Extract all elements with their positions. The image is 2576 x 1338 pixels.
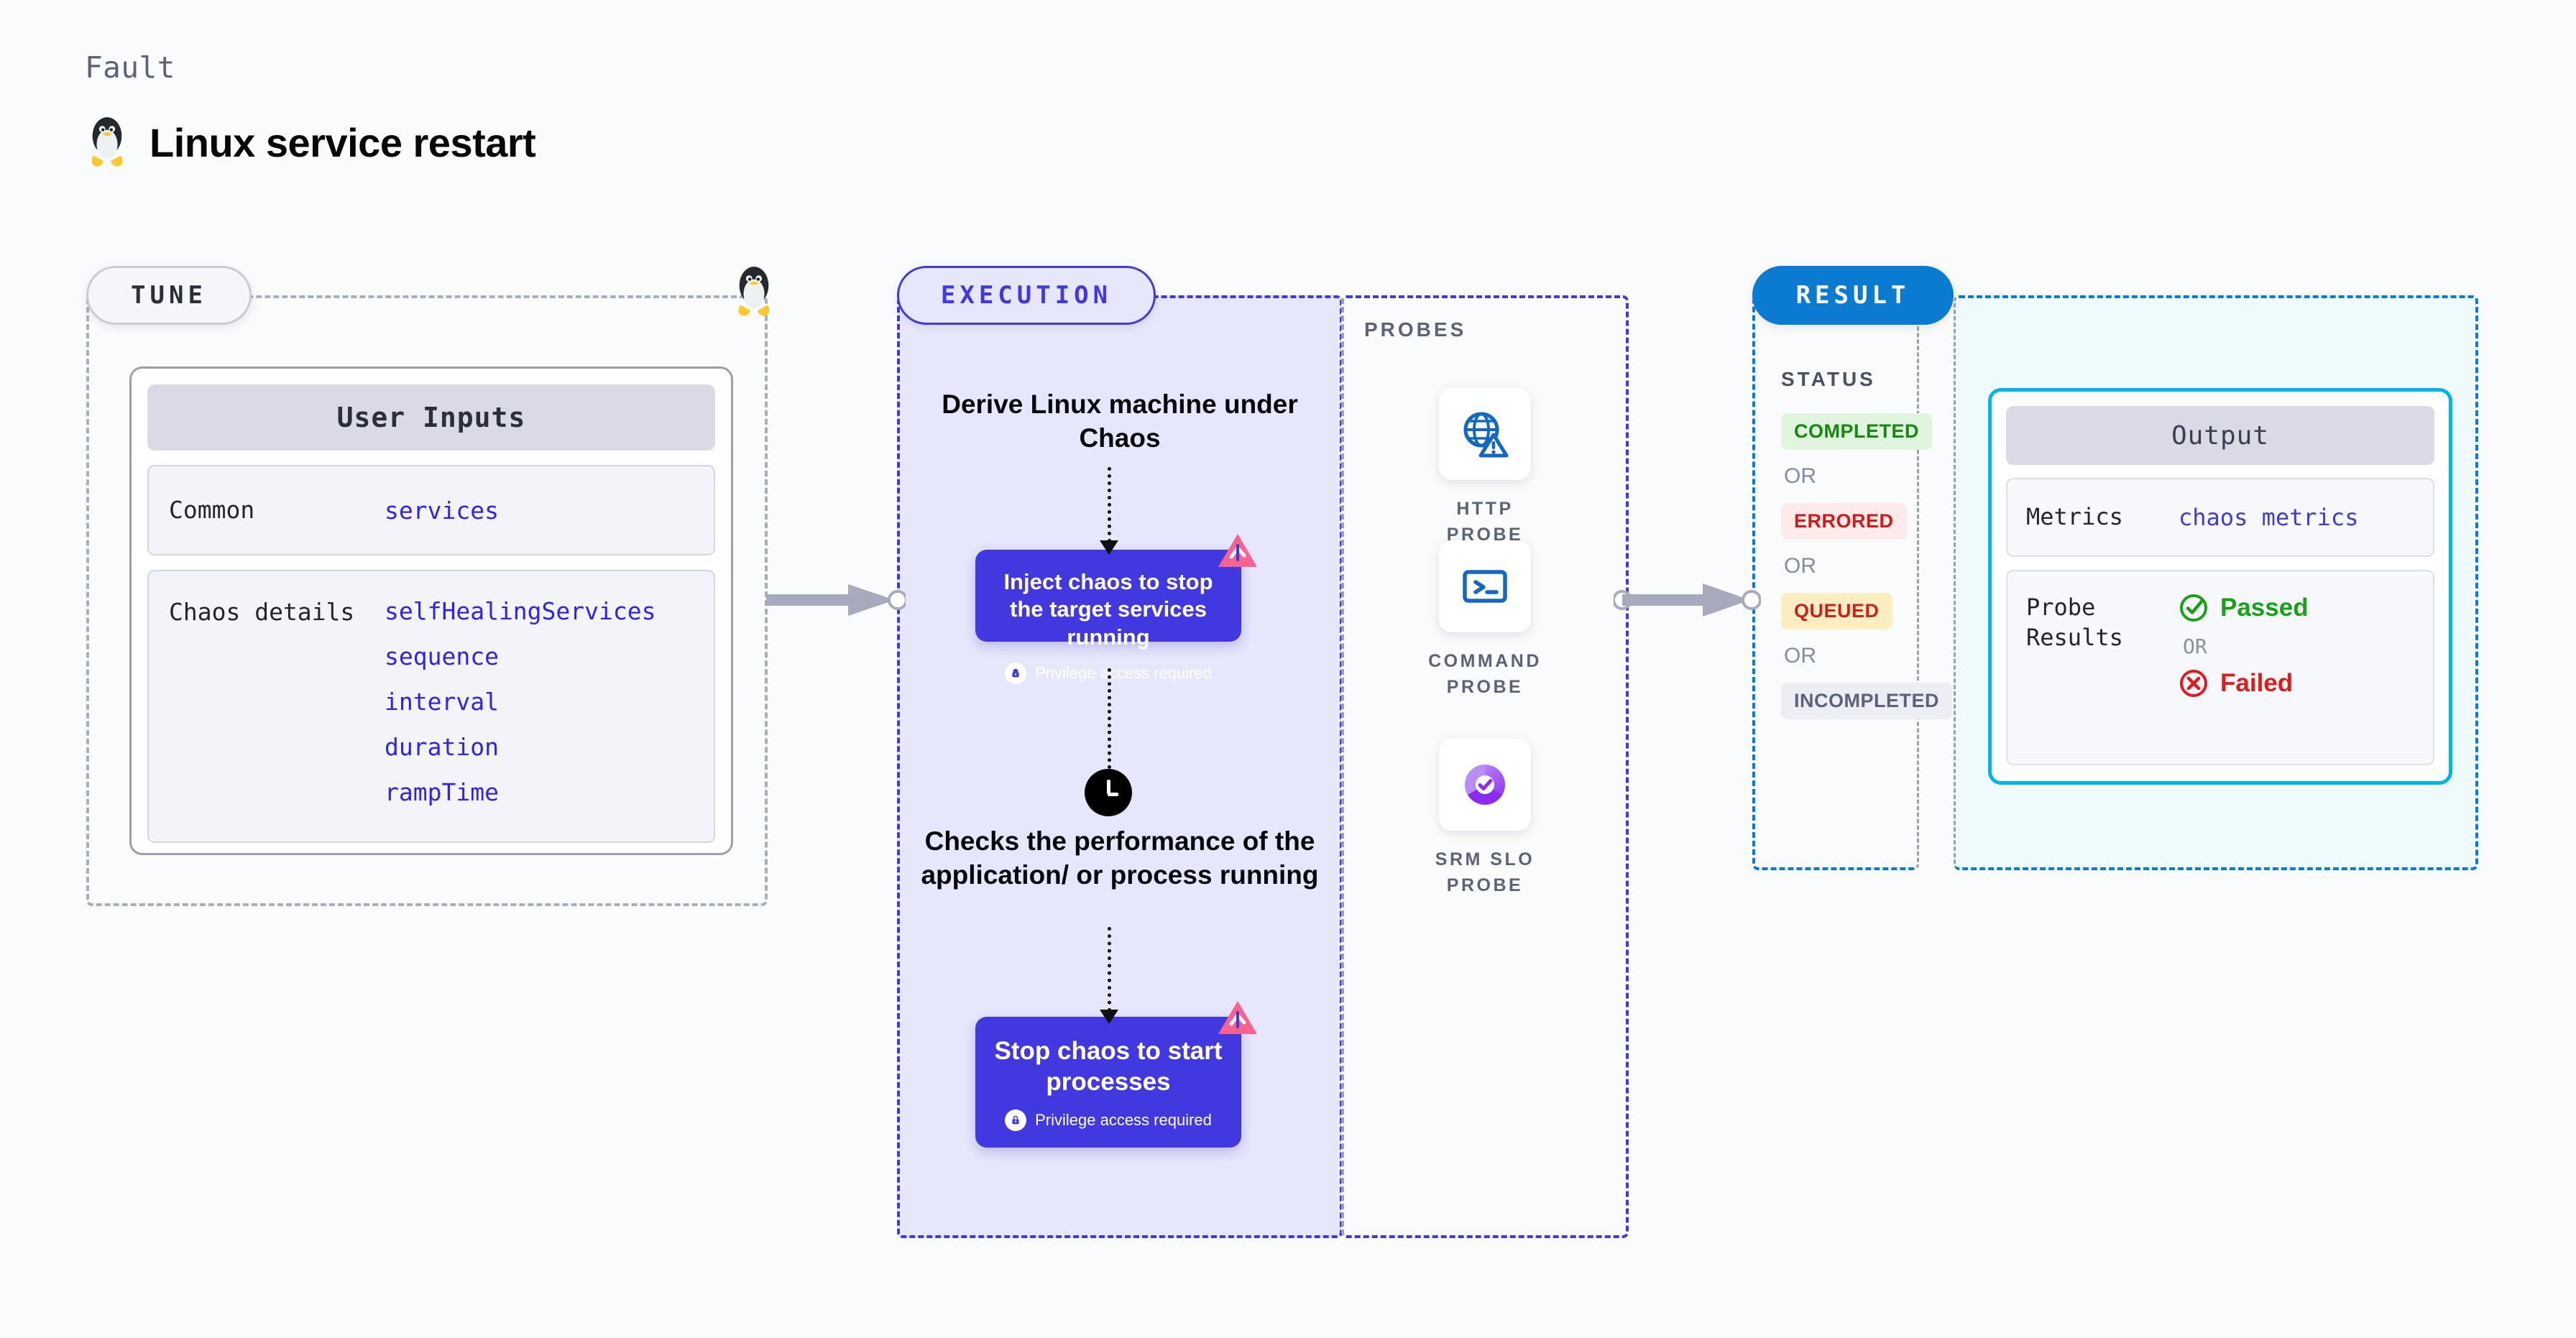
output-row-metrics: Metrics chaos metrics bbox=[2006, 478, 2434, 557]
input-value[interactable]: services bbox=[385, 496, 499, 525]
page-title: Linux service restart bbox=[150, 119, 536, 165]
page-header: Linux service restart bbox=[85, 115, 536, 170]
probe-result-or-label: OR bbox=[2183, 635, 2207, 658]
x-circle-icon bbox=[2180, 670, 2207, 697]
output-row-key: Metrics bbox=[2026, 503, 2123, 531]
input-value[interactable]: interval bbox=[385, 688, 499, 716]
input-value[interactable]: selfHealingServices bbox=[385, 597, 656, 625]
output-row-value[interactable]: chaos metrics bbox=[2179, 504, 2359, 531]
terminal-icon bbox=[1463, 570, 1507, 603]
input-value[interactable]: duration bbox=[385, 733, 499, 761]
status-badge-queued: QUEUED bbox=[1781, 593, 1892, 629]
probe-result-values: Passed OR Failed bbox=[2179, 593, 2309, 698]
globe-warning-icon bbox=[1463, 412, 1509, 458]
status-badge-errored: ERRORED bbox=[1781, 503, 1907, 540]
status-badge-incompleted: INCOMPLETED bbox=[1781, 683, 1953, 719]
execution-card-title: Inject chaos to stop the target services… bbox=[1003, 569, 1213, 650]
harness-triangle-badge-icon bbox=[1218, 534, 1257, 567]
clock-icon bbox=[1085, 769, 1132, 816]
arrow-tune-to-execution bbox=[766, 584, 906, 616]
flow-connector-line bbox=[1108, 467, 1111, 543]
execution-pill[interactable]: EXECUTION bbox=[897, 266, 1156, 325]
output-card-header: Output bbox=[2006, 406, 2434, 465]
flow-arrowhead bbox=[1100, 1010, 1118, 1024]
input-row-key: Common bbox=[169, 496, 255, 525]
flow-connector-line bbox=[1108, 927, 1111, 1012]
execution-card-stop-chaos[interactable]: Stop chaos to start processes Privilege … bbox=[975, 1001, 1257, 1148]
flow-connector-line bbox=[1108, 668, 1111, 769]
status-or-label: OR bbox=[1784, 554, 1816, 578]
harness-triangle-badge-icon bbox=[1218, 1001, 1257, 1034]
status-badge-completed: COMPLETED bbox=[1781, 413, 1933, 450]
flow-arrowhead bbox=[1100, 540, 1118, 555]
probe-label: SRM SLO PROBE bbox=[1435, 849, 1535, 896]
input-row-values: services bbox=[385, 497, 499, 525]
probe-result-passed-label: Passed bbox=[2220, 594, 2309, 622]
probe-http[interactable]: HTTP PROBE bbox=[1423, 388, 1547, 548]
input-row-common: Common services bbox=[147, 465, 715, 555]
probe-result-passed: Passed bbox=[2179, 593, 2309, 623]
probes-label: PROBES bbox=[1364, 318, 1467, 341]
input-row-chaos-details: Chaos details selfHealingServices sequen… bbox=[147, 570, 715, 843]
status-section-frame bbox=[1752, 295, 1919, 870]
output-row-probe-results: Probe Results Passed OR Failed bbox=[2006, 570, 2434, 765]
user-inputs-card-header: User Inputs bbox=[147, 384, 715, 451]
execution-step-derive-text: Derive Linux machine under Chaos bbox=[942, 389, 1298, 453]
output-card: Output Metrics chaos metrics Probe Resul… bbox=[1988, 388, 2452, 785]
result-pill[interactable]: RESULT bbox=[1752, 266, 1954, 325]
arrow-execution-to-result bbox=[1614, 583, 1761, 617]
privilege-note-text: Privilege access required bbox=[1035, 664, 1212, 683]
privilege-note: Privilege access required bbox=[991, 663, 1225, 685]
tux-penguin-icon bbox=[91, 117, 123, 167]
lock-icon bbox=[1005, 663, 1027, 685]
probe-icon-tile bbox=[1439, 540, 1531, 632]
execution-card-inject-chaos[interactable]: Inject chaos to stop the target services… bbox=[975, 534, 1257, 685]
status-or-label: OR bbox=[1784, 644, 1816, 668]
input-row-key: Chaos details bbox=[169, 598, 355, 626]
status-list: COMPLETED OR ERRORED OR QUEUED OR INCOMP… bbox=[1781, 413, 1953, 719]
execution-card-title: Stop chaos to start processes bbox=[994, 1037, 1223, 1097]
lock-icon bbox=[1005, 1109, 1027, 1131]
user-inputs-card: User Inputs Common services Chaos detail… bbox=[129, 366, 733, 855]
probe-result-failed-label: Failed bbox=[2220, 669, 2294, 697]
probe-command[interactable]: COMMAND PROBE bbox=[1423, 540, 1547, 701]
output-row-key: Probe Results bbox=[2026, 594, 2123, 651]
execution-step-checks-text: Checks the performance of the applicatio… bbox=[921, 826, 1319, 890]
tux-penguin-icon bbox=[738, 267, 770, 316]
probe-icon-tile bbox=[1439, 739, 1531, 831]
privilege-note: Privilege access required bbox=[991, 1109, 1225, 1131]
probe-result-failed: Failed bbox=[2179, 668, 2309, 698]
privilege-note-text: Privilege access required bbox=[1035, 1110, 1212, 1129]
input-value[interactable]: rampTime bbox=[385, 778, 499, 806]
probe-icon-tile bbox=[1439, 388, 1531, 480]
status-or-label: OR bbox=[1784, 464, 1816, 488]
page-kicker: Fault bbox=[85, 50, 175, 85]
slo-donut-check-icon bbox=[1465, 765, 1505, 805]
input-value[interactable]: sequence bbox=[385, 642, 499, 670]
input-row-values: selfHealingServices sequence interval du… bbox=[385, 597, 656, 806]
status-label: STATUS bbox=[1781, 368, 1876, 390]
probe-label: COMMAND PROBE bbox=[1428, 651, 1542, 698]
check-circle-icon bbox=[2180, 594, 2207, 622]
probe-srm-slo[interactable]: SRM SLO PROBE bbox=[1423, 739, 1547, 899]
tune-pill[interactable]: TUNE bbox=[86, 266, 252, 325]
